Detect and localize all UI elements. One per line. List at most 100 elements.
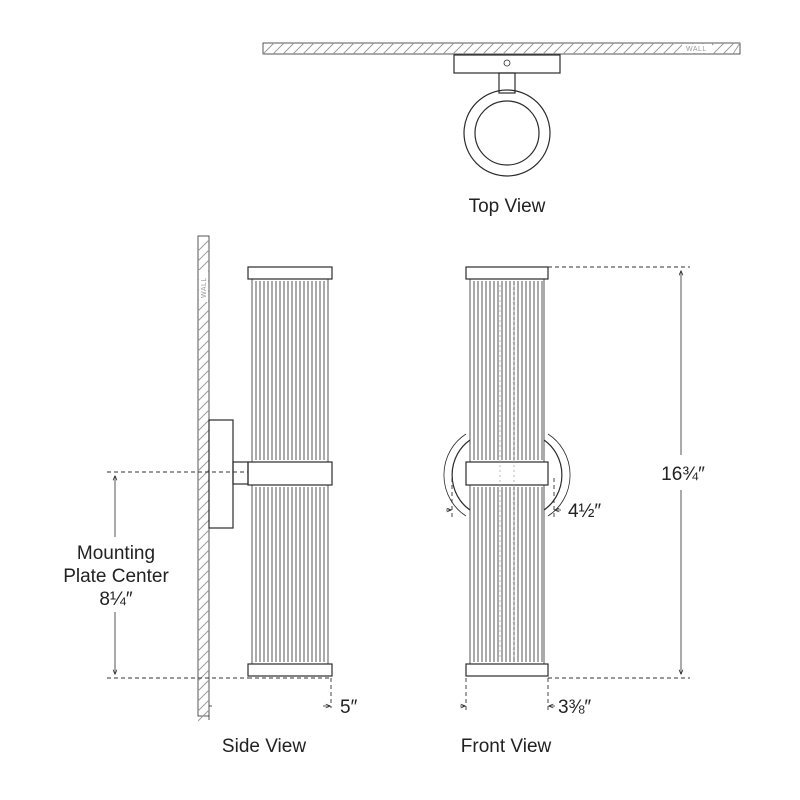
hatch-line: [197, 439, 210, 452]
hatch-line: [522, 42, 535, 55]
hatch-line: [382, 42, 395, 55]
backplate-width-dimension: 4½″: [446, 478, 601, 522]
hatch-line: [722, 42, 735, 55]
mounting-value: 8¼″: [99, 589, 132, 610]
hatch-line: [322, 42, 335, 55]
hatch-line: [197, 459, 210, 472]
hatch-line: [512, 42, 525, 55]
height-dimension: 16¾″: [548, 266, 705, 679]
hatch-line: [652, 42, 665, 55]
hatch-line: [197, 479, 210, 492]
hatch-line: [442, 42, 455, 55]
hatch-line: [532, 42, 545, 55]
hatch-line: [197, 569, 210, 582]
hatch-line: [197, 359, 210, 372]
hatch-line: [452, 42, 465, 55]
top-wall-hatch: [262, 42, 741, 55]
hatch-line: [372, 42, 385, 55]
hatch-line: [197, 389, 210, 402]
hatch-line: [582, 42, 595, 55]
mounting-label-line1: Mounting: [77, 543, 155, 564]
hatch-line: [197, 639, 210, 652]
hatch-line: [622, 42, 635, 55]
front-glass-flutes: [473, 281, 543, 662]
hatch-line: [197, 519, 210, 532]
hatch-line: [642, 42, 655, 55]
hatch-line: [592, 42, 605, 55]
width-value: 3⅜″: [558, 697, 591, 718]
side-wall: WALL: [197, 235, 210, 722]
hatch-line: [197, 449, 210, 462]
top-wall: WALL: [262, 42, 741, 55]
hatch-line: [197, 339, 210, 352]
hatch-line: [197, 349, 210, 362]
hatch-line: [197, 559, 210, 572]
hatch-line: [197, 599, 210, 612]
hatch-line: [197, 369, 210, 382]
hatch-line: [197, 399, 210, 412]
hatch-line: [432, 42, 445, 55]
hatch-line: [562, 42, 575, 55]
hatch-line: [732, 42, 741, 55]
hatch-line: [197, 329, 210, 342]
hatch-line: [662, 42, 675, 55]
side-wall-label: WALL: [201, 277, 208, 298]
backplate-width-value: 4½″: [568, 501, 601, 522]
hatch-line: [197, 619, 210, 632]
hatch-line: [422, 42, 435, 55]
hatch-line: [197, 499, 210, 512]
top-wall-label: WALL: [686, 46, 707, 53]
hatch-line: [197, 379, 210, 392]
height-value: 16¾″: [661, 464, 705, 485]
hatch-line: [197, 679, 210, 692]
hatch-line: [342, 42, 355, 55]
hatch-line: [197, 589, 210, 602]
hatch-line: [302, 42, 315, 55]
top-view: WALL Top View: [262, 42, 741, 217]
hatch-line: [197, 699, 210, 712]
hatch-line: [462, 42, 475, 55]
depth-dimension: 5″: [208, 677, 358, 720]
hatch-line: [197, 529, 210, 542]
hatch-line: [197, 259, 210, 272]
hatch-line: [197, 689, 210, 702]
hatch-line: [197, 419, 210, 432]
hatch-line: [282, 42, 295, 55]
hatch-line: [197, 709, 210, 722]
depth-value: 5″: [340, 697, 358, 718]
hatch-line: [197, 509, 210, 522]
hatch-line: [392, 42, 405, 55]
front-view-label: Front View: [461, 736, 552, 757]
hatch-line: [197, 649, 210, 662]
hatch-line: [272, 42, 285, 55]
hatch-line: [492, 42, 505, 55]
hatch-line: [602, 42, 615, 55]
mounting-label-line2: Plate Center: [63, 566, 169, 587]
hatch-line: [312, 42, 325, 55]
hatch-line: [482, 42, 495, 55]
hatch-line: [197, 309, 210, 322]
hatch-line: [362, 42, 375, 55]
width-dimension: 3⅜″: [460, 678, 591, 718]
hatch-line: [352, 42, 365, 55]
hatch-line: [197, 579, 210, 592]
side-view: WALL Mounting Plate Center 8¼″: [63, 235, 358, 757]
hatch-line: [197, 249, 210, 262]
hatch-line: [197, 409, 210, 422]
side-fixture: [208, 266, 333, 677]
mounting-dimension: Mounting Plate Center 8¼″: [63, 471, 248, 679]
hatch-line: [402, 42, 415, 55]
hatch-line: [332, 42, 345, 55]
top-view-label: Top View: [469, 196, 546, 217]
hatch-line: [197, 489, 210, 502]
front-view: 16¾″ 4½″ 3⅜″ Front View: [443, 266, 705, 757]
hatch-line: [712, 42, 725, 55]
hatch-line: [197, 429, 210, 442]
hatch-line: [197, 239, 210, 252]
hatch-line: [612, 42, 625, 55]
hatch-line: [197, 319, 210, 332]
hatch-line: [502, 42, 515, 55]
hatch-line: [197, 629, 210, 642]
hatch-line: [197, 549, 210, 562]
